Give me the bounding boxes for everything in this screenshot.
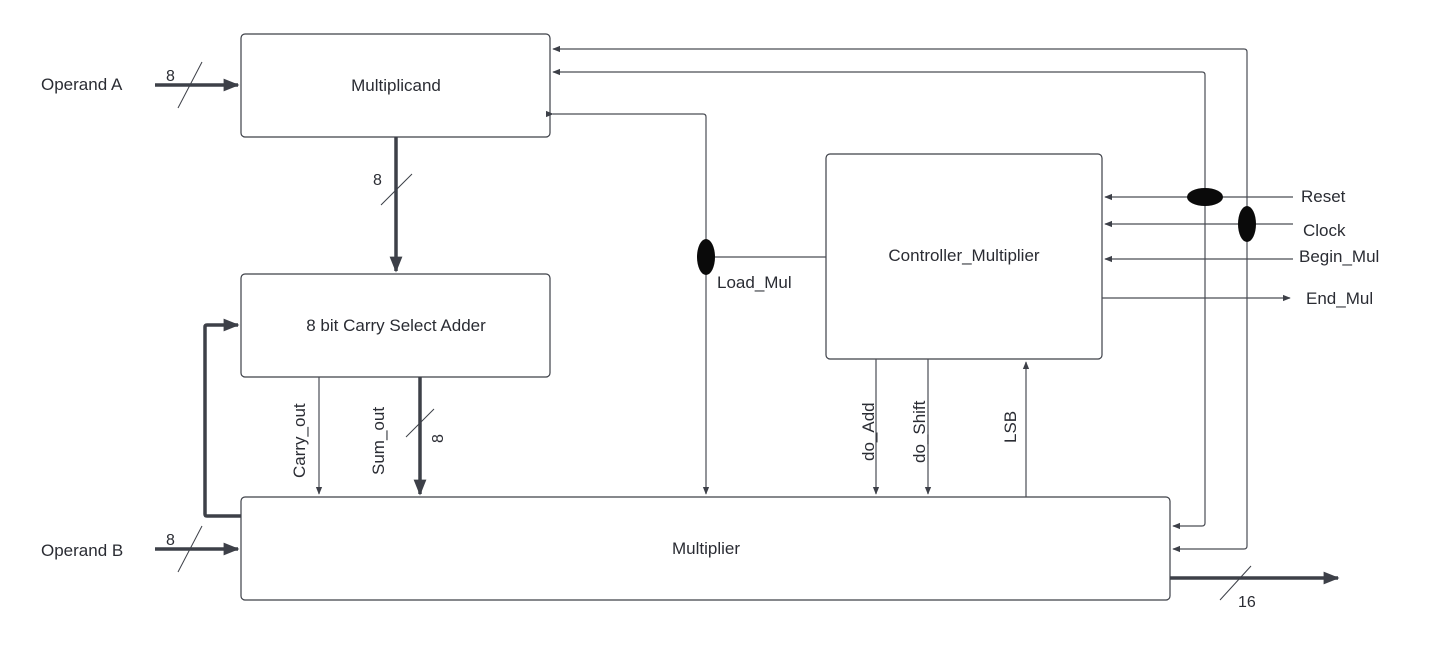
do-shift-line: do_Shift <box>910 359 932 495</box>
end-mul-label: End_Mul <box>1306 289 1373 308</box>
sum-out-label: Sum_out <box>369 407 388 475</box>
clock-line: Clock <box>552 45 1346 553</box>
operand-b-width: 8 <box>166 532 175 549</box>
multiplier-feedback-bus <box>203 318 241 518</box>
multiplier-block: Multiplier <box>240 496 1171 601</box>
bus-width-slash <box>380 173 413 206</box>
carry-out-line: Carry_out <box>290 377 323 495</box>
controller-label: Controller_Multiplier <box>888 246 1040 265</box>
product-width: 16 <box>1238 594 1256 611</box>
junction-dot <box>1187 188 1223 206</box>
carry-select-adder-block: 8 bit Carry Select Adder <box>240 273 551 378</box>
multiplicand-block: Multiplicand <box>240 33 551 138</box>
adder-label: 8 bit Carry Select Adder <box>306 316 486 335</box>
operand-a-label: Operand A <box>41 75 123 94</box>
begin-mul-line: Begin_Mul <box>1104 247 1379 266</box>
multiplicand-to-adder-bus: 8 <box>373 137 413 273</box>
reset-line: Reset <box>552 68 1346 530</box>
lsb-label: LSB <box>1001 411 1020 443</box>
carry-out-label: Carry_out <box>290 403 309 478</box>
end-mul-line: End_Mul <box>1102 289 1373 308</box>
do-add-label: do_Add <box>859 402 878 461</box>
reset-label: Reset <box>1301 187 1346 206</box>
multiplicand-label: Multiplicand <box>351 76 441 95</box>
load-mul-label: Load_Mul <box>717 273 792 292</box>
begin-mul-label: Begin_Mul <box>1299 247 1379 266</box>
operand-a-bus: Operand A 8 <box>41 61 240 109</box>
lsb-line: LSB <box>1001 361 1030 497</box>
junction-dot <box>697 239 715 275</box>
junction-dot <box>1238 206 1256 242</box>
sum-out-width: 8 <box>430 434 447 443</box>
do-add-line: do_Add <box>859 359 880 495</box>
bus-width-slash <box>1219 565 1252 601</box>
controller-block: Controller_Multiplier <box>825 153 1103 360</box>
bus-width-slash <box>405 408 435 438</box>
load-mul-line: Load_Mul <box>545 110 826 495</box>
operand-b-bus: Operand B 8 <box>41 525 240 573</box>
clock-label: Clock <box>1303 221 1346 240</box>
bus-width-slash <box>177 525 203 573</box>
multiplier-label: Multiplier <box>672 539 740 558</box>
operand-b-label: Operand B <box>41 541 123 560</box>
do-shift-label: do_Shift <box>910 400 929 463</box>
sum-out-bus: Sum_out 8 <box>369 377 447 496</box>
bus-width-slash <box>177 61 203 109</box>
operand-a-width: 8 <box>166 68 175 85</box>
multiplicand-out-width: 8 <box>373 172 382 189</box>
product-output-bus: 16 <box>1170 565 1340 611</box>
